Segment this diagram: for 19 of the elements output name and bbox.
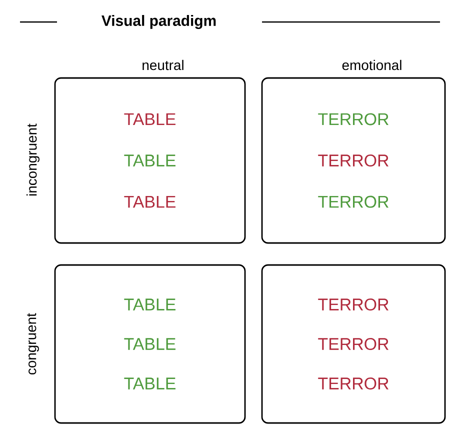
stimulus-box bbox=[261, 77, 446, 244]
row-label: incongruent bbox=[26, 124, 40, 196]
word: TABLE bbox=[124, 113, 176, 126]
title: Visual paradigm bbox=[102, 15, 216, 29]
stimulus-box bbox=[261, 264, 446, 424]
word: TERROR bbox=[318, 113, 388, 126]
stimulus-box bbox=[54, 264, 246, 424]
word: TERROR bbox=[318, 196, 388, 208]
word: TERROR bbox=[318, 154, 388, 166]
word: TERROR bbox=[318, 378, 388, 390]
word: TABLE bbox=[124, 154, 176, 166]
word: TABLE bbox=[124, 196, 176, 208]
word: TABLE bbox=[124, 338, 176, 350]
word: TERROR bbox=[318, 338, 388, 350]
word: TABLE bbox=[124, 298, 176, 310]
word: TABLE bbox=[124, 378, 176, 390]
stimulus-box bbox=[54, 77, 246, 244]
word: TERROR bbox=[318, 298, 388, 310]
row-label: congruent bbox=[27, 313, 39, 374]
